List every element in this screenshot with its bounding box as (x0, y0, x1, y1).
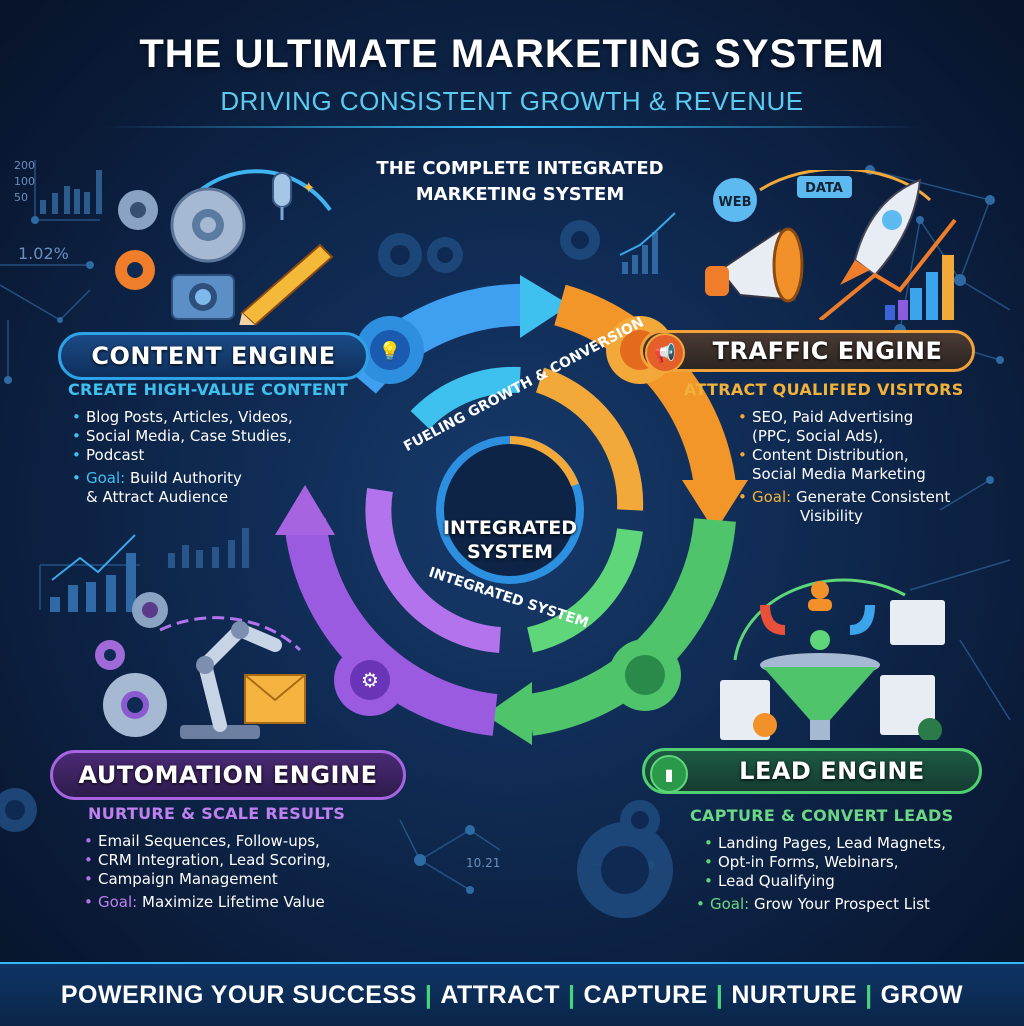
content-engine-list: •Blog Posts, Articles, Videos, •Social M… (72, 408, 293, 507)
goal-text-cont: Visibility (800, 507, 863, 525)
page-subtitle: DRIVING CONSISTENT GROWTH & REVENUE (220, 86, 804, 116)
list-item-text: Podcast (86, 446, 145, 464)
list-item-text: Email Sequences, Follow-ups, (98, 832, 320, 850)
traffic-engine-tagline: ATTRACT QUALIFIED VISITORS (684, 380, 964, 399)
core-label: INTEGRATED SYSTEM (420, 516, 600, 564)
list-item: •Podcast (72, 446, 145, 464)
goal-item: •Goal: Generate Consistent (738, 488, 951, 506)
number-label: 10.21 (466, 856, 501, 870)
list-item: •Lead Qualifying (704, 872, 835, 890)
web-bubble: WEB (718, 195, 751, 210)
page-title: THE ULTIMATE MARKETING SYSTEM (139, 32, 885, 76)
tick-label: 50 (14, 191, 28, 204)
core-label-line2: SYSTEM (467, 541, 553, 563)
list-item-text: Landing Pages, Lead Magnets, (718, 834, 946, 852)
content-illustration: ✦✦ (115, 169, 334, 325)
list-item-text: Social Media, Case Studies, (86, 427, 292, 445)
list-item: •SEO, Paid Advertising (738, 408, 914, 426)
goal-item: •Goal: Grow Your Prospect List (696, 895, 930, 913)
traffic-illustration: WEB DATA (705, 170, 957, 320)
system-heading-line2: MARKETING SYSTEM (415, 184, 625, 205)
list-item-text: Campaign Management (98, 870, 278, 888)
footer-segment: ATTRACT (440, 980, 560, 1009)
footer-separator: | (715, 980, 724, 1009)
list-item-text: Opt-in Forms, Webinars, (718, 853, 899, 871)
list-item: •Landing Pages, Lead Magnets, (704, 834, 946, 852)
percent-label: 1.02% (18, 244, 69, 263)
footer-segment: POWERING YOUR SUCCESS (60, 980, 417, 1009)
footer-separator: | (568, 980, 576, 1009)
list-item-text: CRM Integration, Lead Scoring, (98, 851, 331, 869)
lead-engine-pill: LEAD ENGINE (642, 748, 982, 794)
footer-segment: CAPTURE (583, 980, 708, 1009)
goal-item: •Goal: Maximize Lifetime Value (84, 893, 325, 911)
content-engine-pill: CONTENT ENGINE (58, 332, 369, 380)
system-heading: THE COMPLETE INTEGRATED MARKETING SYSTEM (330, 156, 710, 208)
list-item: •Social Media, Case Studies, (72, 427, 292, 445)
svg-text:✦: ✦ (302, 178, 315, 197)
list-item: Social Media Marketing (738, 465, 950, 484)
divider (100, 126, 924, 128)
traffic-engine-title: TRAFFIC ENGINE (712, 337, 943, 365)
megaphone-icon: 📢 (645, 333, 685, 373)
goal-text-cont: & Attract Audience (86, 488, 229, 506)
traffic-engine-list: •SEO, Paid Advertising (PPC, Social Ads)… (738, 408, 950, 526)
automation-engine-tagline: NURTURE & SCALE RESULTS (88, 804, 346, 823)
list-item: •CRM Integration, Lead Scoring, (84, 851, 331, 869)
goal-item: •Goal: Build Authority (72, 469, 242, 487)
lead-illustration (720, 578, 945, 740)
list-item-text: Social Media Marketing (752, 465, 926, 483)
data-tag: DATA (805, 181, 843, 196)
automation-illustration (95, 592, 306, 739)
footer-separator: | (424, 980, 433, 1009)
goal-text: Generate Consistent (796, 488, 951, 506)
goal-label: Goal: (98, 893, 138, 911)
footer-separator: | (865, 980, 873, 1009)
goal-text: Grow Your Prospect List (754, 895, 930, 913)
lead-engine-list: •Landing Pages, Lead Magnets, •Opt-in Fo… (696, 834, 946, 914)
svg-text:⚙: ⚙ (361, 668, 379, 692)
automation-engine-list: •Email Sequences, Follow-ups, •CRM Integ… (84, 832, 331, 912)
goal-label: Goal: (752, 488, 792, 506)
traffic-engine-pill: TRAFFIC ENGINE (640, 330, 975, 372)
list-item: •Opt-in Forms, Webinars, (704, 853, 899, 871)
footer-banner: POWERING YOUR SUCCESS | ATTRACT | CAPTUR… (0, 962, 1024, 1026)
lead-engine-tagline: CAPTURE & CONVERT LEADS (690, 806, 954, 825)
automation-engine-pill: AUTOMATION ENGINE (50, 750, 406, 800)
list-item: •Campaign Management (84, 870, 278, 888)
lead-engine-title: LEAD ENGINE (739, 757, 925, 785)
list-item: •Content Distribution, (738, 446, 909, 464)
gear-icon (350, 660, 390, 700)
list-item-text: Lead Qualifying (718, 872, 835, 890)
goal-text: Build Authority (130, 469, 242, 487)
list-item: •Email Sequences, Follow-ups, (84, 832, 320, 850)
list-item: (PPC, Social Ads), (738, 427, 950, 446)
svg-text:✦: ✦ (295, 263, 307, 279)
list-item-text: SEO, Paid Advertising (752, 408, 914, 426)
list-item-text: Blog Posts, Articles, Videos, (86, 408, 293, 426)
content-engine-title: CONTENT ENGINE (91, 342, 336, 370)
chart-ticks: 200 100 50 (14, 158, 35, 206)
lightbulb-icon (370, 330, 410, 370)
core-label-line1: INTEGRATED (442, 517, 578, 539)
automation-engine-title: AUTOMATION ENGINE (78, 761, 378, 789)
goal-text: Maximize Lifetime Value (142, 893, 325, 911)
goal-label: Goal: (710, 895, 750, 913)
system-heading-line1: THE COMPLETE INTEGRATED (376, 158, 664, 179)
list-item-text: (PPC, Social Ads), (752, 427, 884, 445)
list-item: •Blog Posts, Articles, Videos, (72, 408, 293, 426)
list-item-text: Content Distribution, (752, 446, 909, 464)
tick-label: 100 (14, 175, 35, 188)
footer-segment: GROW (880, 980, 964, 1009)
people-icon (625, 655, 665, 695)
svg-text:💡: 💡 (379, 340, 401, 362)
footer-segment: NURTURE (731, 980, 858, 1009)
content-engine-tagline: CREATE HIGH-VALUE CONTENT (68, 380, 349, 399)
tick-label: 200 (14, 159, 35, 172)
goal-label: Goal: (86, 469, 126, 487)
growth-chart-icon: ▮ (650, 755, 688, 793)
